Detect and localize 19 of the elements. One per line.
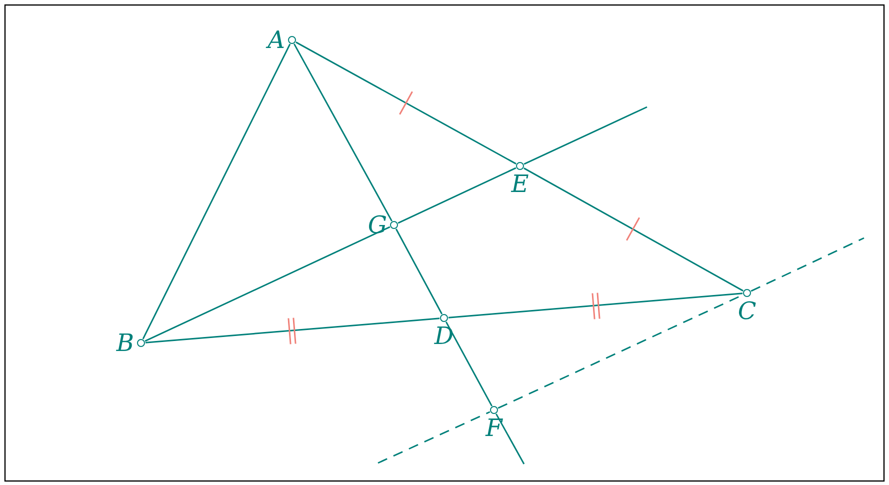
line-segment [446,322,492,406]
point-label: E [511,172,529,196]
line-segment [448,292,743,318]
dashed-line [750,237,864,292]
line-segment [144,226,390,342]
point-label: C [738,299,756,323]
line-segment [296,42,516,164]
line-segment [398,167,516,224]
line-segment [524,106,648,165]
line-segment [395,228,443,314]
line-segment [524,168,744,292]
line-segment [496,414,525,464]
dashed-line [378,411,490,464]
line-segment [294,44,392,222]
line-segment [142,44,291,340]
point-label: B [116,331,134,355]
point-label: F [486,416,502,440]
line-segment [145,318,440,344]
point-label: A [268,28,285,52]
